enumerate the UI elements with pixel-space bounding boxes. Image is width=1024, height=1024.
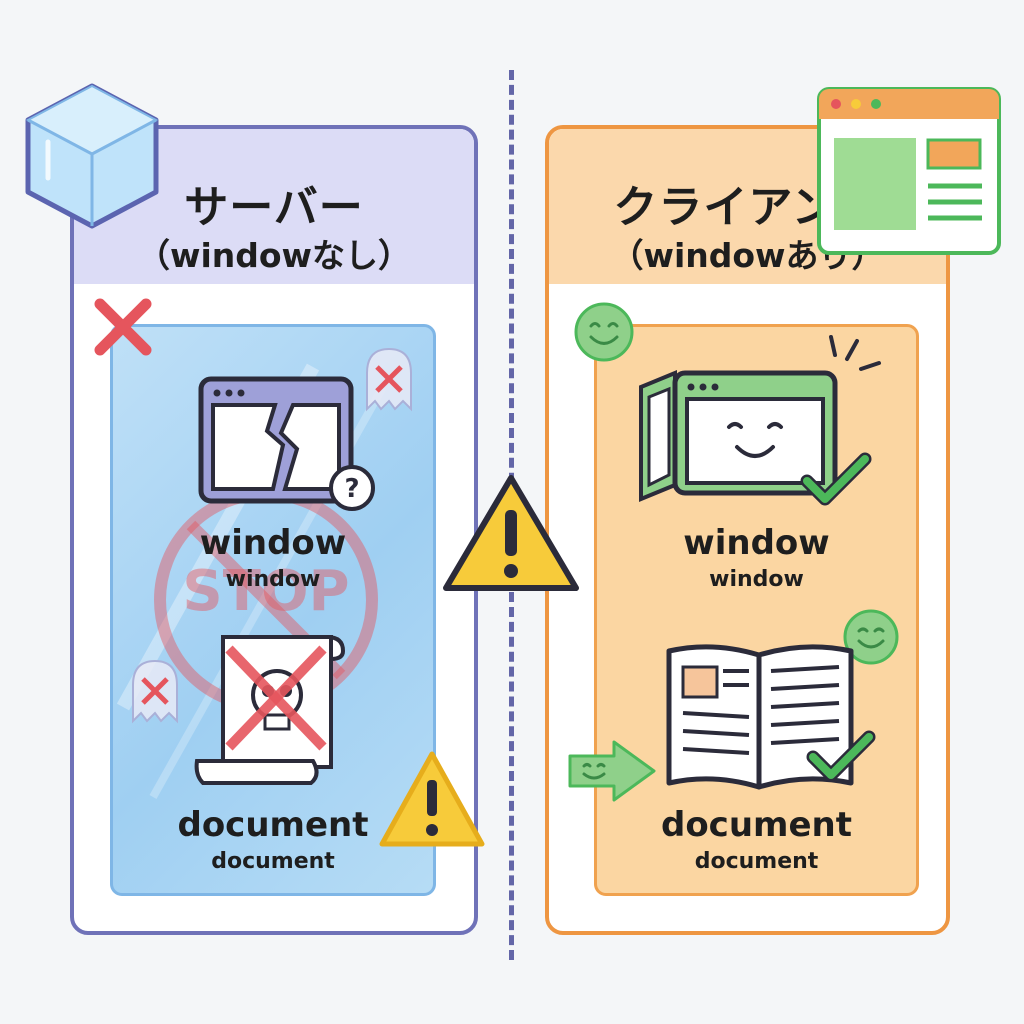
- question-mark-icon: ?: [329, 465, 375, 511]
- server-window-label: window: [199, 523, 347, 563]
- client-document-sublabel: document: [694, 849, 819, 874]
- server-document-label: document: [177, 805, 369, 845]
- smiley-icon: [574, 302, 634, 362]
- client-window-sublabel: window: [709, 567, 804, 592]
- cube-icon: [25, 83, 159, 229]
- ghost-icon: [132, 659, 178, 724]
- warning-icon: [443, 475, 579, 591]
- server-panel-header: サーバー （windowなし）: [74, 129, 474, 284]
- ghost-icon: [366, 347, 412, 412]
- server-title: サーバー: [184, 182, 364, 233]
- skull-scroll-icon: [194, 635, 346, 785]
- server-window-sublabel: window: [225, 567, 321, 592]
- sparkle-icon: [829, 335, 881, 371]
- stop-text: STOP: [182, 559, 350, 624]
- red-x-icon: [94, 298, 152, 356]
- svg-text:?: ?: [344, 474, 359, 504]
- smiley-icon: [843, 609, 899, 665]
- browser-window-icon: [817, 87, 1001, 255]
- open-book-icon: [666, 644, 876, 790]
- arrow-right-icon: [568, 740, 656, 802]
- server-document-sublabel: document: [211, 849, 335, 874]
- client-window-label: window: [683, 523, 830, 563]
- smiling-window-icon: [639, 370, 872, 506]
- client-inner-box: window window document: [594, 324, 919, 896]
- client-document-label: document: [660, 805, 852, 845]
- warning-icon: [379, 751, 485, 847]
- server-subtitle: （windowなし）: [136, 236, 412, 275]
- broken-window-icon: [198, 376, 354, 504]
- server-inner-box: STOP ? window window: [110, 324, 436, 896]
